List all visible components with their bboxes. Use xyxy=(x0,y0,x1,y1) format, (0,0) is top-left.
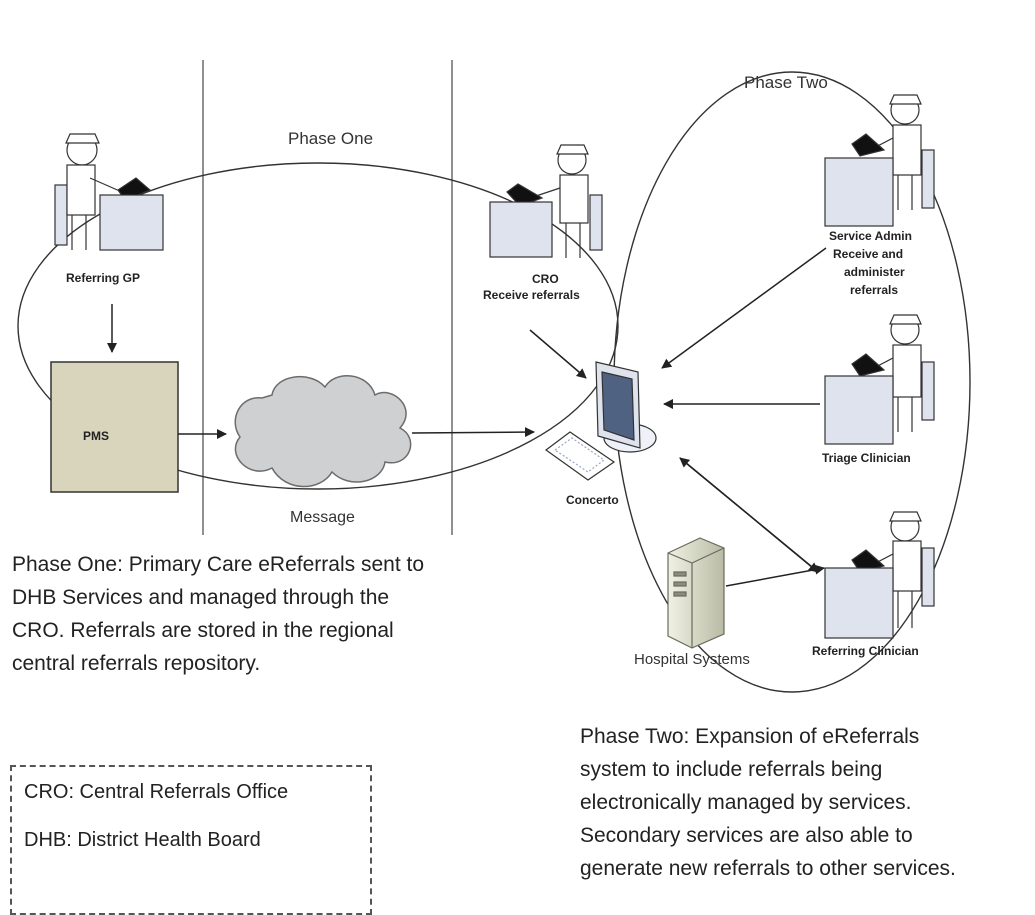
arrow-message-to-concerto xyxy=(411,427,535,438)
pms-label: PMS xyxy=(83,429,109,443)
referring-clinician-label: Referring Clinician xyxy=(812,644,919,658)
hospital-systems-label: Hospital Systems xyxy=(634,651,750,668)
concerto-computer-icon xyxy=(544,361,657,481)
phase-one-label: Phase One xyxy=(288,129,373,148)
referring-clinician-person-icon xyxy=(824,511,935,639)
referring-gp-person-icon xyxy=(54,133,164,251)
service-admin-label-line4: referrals xyxy=(850,283,898,297)
arrow-service-admin-to-concerto xyxy=(661,247,827,369)
abbreviation-legend: CRO: Central Referrals Office DHB: Distr… xyxy=(10,765,372,915)
legend-line-dhb: DHB: District Health Board xyxy=(24,829,261,851)
message-cloud-icon xyxy=(234,375,412,488)
pms-box xyxy=(50,361,179,493)
phase-one-ellipse xyxy=(17,162,619,490)
phase-two-label: Phase Two xyxy=(744,73,828,92)
referral-diagram: Phase One Phase Two Referring GP CRO Rec… xyxy=(17,60,971,693)
cro-label-line1: CRO xyxy=(532,272,559,286)
concerto-label: Concerto xyxy=(566,493,619,507)
phase-one-description: Phase One: Primary Care eReferrals sent … xyxy=(12,553,425,675)
arrow-hospital-to-referring-clinician xyxy=(725,564,825,587)
service-admin-label-line2: Receive and xyxy=(833,247,903,261)
flow-arrows xyxy=(107,247,827,587)
triage-clinician-person-icon xyxy=(824,314,935,445)
arrow-concerto-from-referring-clinician xyxy=(679,457,819,573)
arrow-cro-to-concerto xyxy=(529,329,587,379)
service-admin-person-icon xyxy=(824,94,935,227)
hospital-systems-server-icon xyxy=(667,537,725,649)
phase-two-description: Phase Two: Expansion of eReferrals syste… xyxy=(580,725,956,880)
cro-person-icon xyxy=(489,144,603,258)
triage-clinician-label: Triage Clinician xyxy=(822,451,911,465)
referring-gp-label: Referring GP xyxy=(66,271,140,285)
service-admin-label-line3: administer xyxy=(844,265,905,279)
message-label: Message xyxy=(290,509,355,526)
legend-line-cro: CRO: Central Referrals Office xyxy=(24,781,289,803)
service-admin-label-line1: Service Admin xyxy=(829,229,912,243)
cro-label-line2: Receive referrals xyxy=(483,288,580,302)
